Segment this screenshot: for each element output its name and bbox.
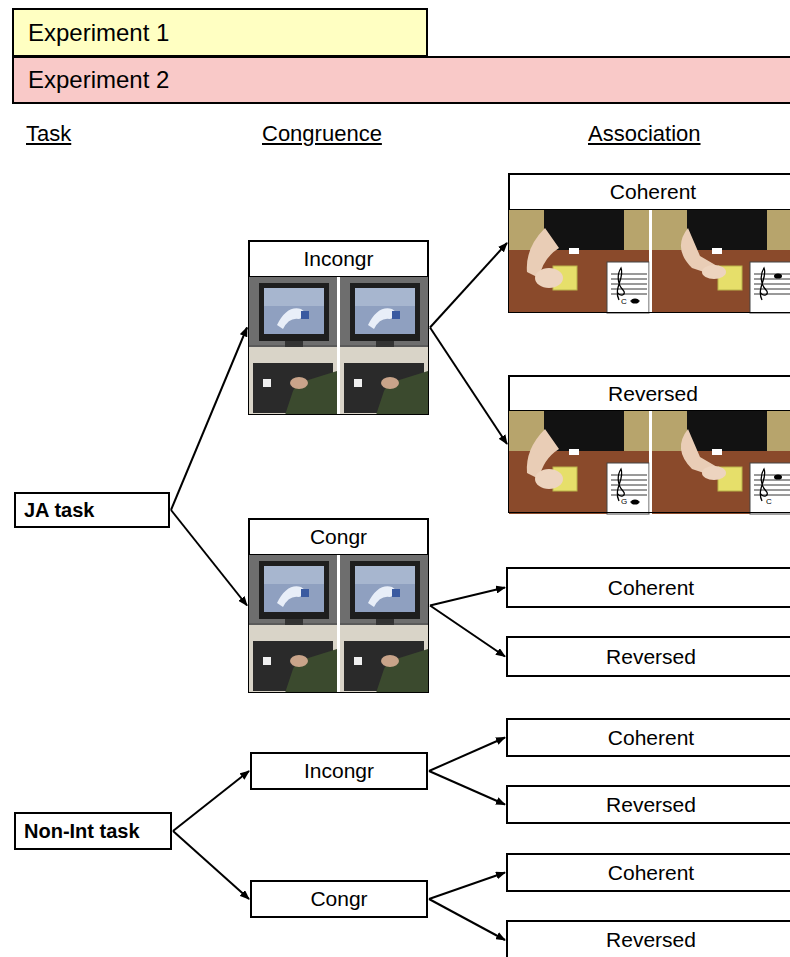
arrow-connector [429, 771, 505, 805]
condition-box: Reversed [506, 636, 790, 677]
photo-box-header: Coherent [509, 174, 790, 210]
task-box: JA task [14, 492, 170, 528]
arrow-connector [173, 831, 249, 899]
photo-condition-box: Congr [248, 518, 429, 693]
photo-condition-box: Reversed [508, 375, 790, 513]
photo-condition-box: Coherent [508, 173, 790, 313]
note-letter: G [621, 497, 627, 506]
experiment-band: Experiment 1 [12, 8, 428, 57]
node-label: JA task [24, 499, 94, 522]
arrow-connector [173, 771, 249, 831]
node-label: Reversed [606, 645, 696, 669]
note-letter: C [621, 297, 627, 306]
arrow-connector [430, 588, 505, 606]
node-label: Incongr [304, 759, 374, 783]
condition-box: Reversed [506, 785, 790, 824]
arrow-connector [429, 873, 505, 900]
node-label: Incongr [303, 247, 373, 271]
arrow-connector [430, 328, 507, 445]
node-label: Coherent [608, 861, 694, 885]
arrow-connector [429, 738, 505, 772]
experiment-band: Experiment 2 [12, 56, 790, 104]
node-label: Experiment 1 [28, 19, 169, 47]
arrow-connector [171, 510, 247, 606]
node-label: Experiment 2 [28, 66, 169, 94]
condition-box: Coherent [506, 718, 790, 757]
column-header: Association [588, 121, 701, 147]
node-label: Coherent [608, 576, 694, 600]
photo-condition-box: Incongr [248, 240, 429, 415]
node-label: Congr [310, 887, 367, 911]
photo-box-header: Incongr [249, 241, 428, 277]
condition-box: Reversed [506, 920, 790, 957]
node-label: Reversed [606, 793, 696, 817]
node-label: Reversed [606, 928, 696, 952]
condition-box: Incongr [250, 752, 428, 790]
node-label: Coherent [610, 180, 696, 204]
note-letter: C [766, 497, 772, 506]
node-label: Coherent [608, 726, 694, 750]
arrow-connector [171, 328, 247, 511]
node-label: Non-Int task [24, 820, 140, 843]
arrow-connector [430, 606, 505, 657]
arrow-connector [430, 243, 507, 328]
photo-box-header: Reversed [509, 376, 790, 411]
node-label: Reversed [608, 382, 698, 406]
condition-box: Congr [250, 880, 428, 918]
task-box: Non-Int task [14, 812, 172, 850]
node-label: Congr [310, 525, 367, 549]
column-header: Congruence [262, 121, 382, 147]
arrow-connector [429, 899, 505, 940]
condition-box: Coherent [506, 567, 790, 608]
condition-box: Coherent [506, 853, 790, 892]
column-header: Task [26, 121, 71, 147]
photo-box-header: Congr [249, 519, 428, 555]
